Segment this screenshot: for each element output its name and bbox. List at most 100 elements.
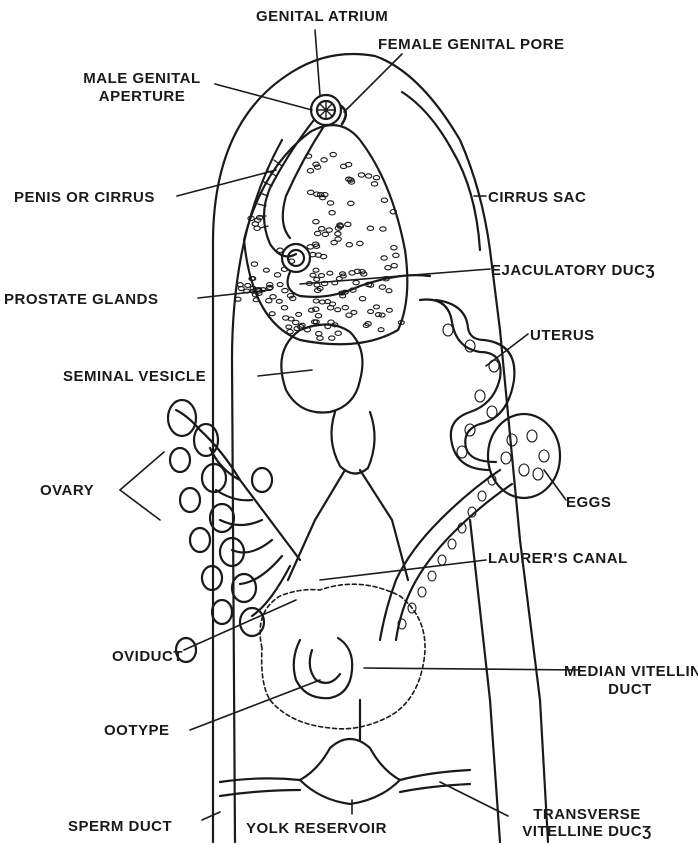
prostate-cell — [263, 268, 269, 272]
label-ovary: OVARY — [40, 482, 94, 499]
egg — [501, 452, 511, 464]
egg — [489, 360, 499, 372]
prostate-cell — [282, 288, 288, 292]
prostate-cell — [266, 299, 272, 303]
leader-ovary-2 — [120, 490, 160, 520]
prostate-cell — [367, 226, 373, 230]
label-genital-atrium: GENITAL ATRIUM — [256, 8, 388, 25]
vitellaria — [260, 584, 425, 729]
prostate-cell — [378, 328, 384, 332]
prostate-cell — [335, 237, 341, 241]
prostate-cell — [329, 211, 335, 215]
prostate-cell — [277, 283, 283, 287]
leader-seminal — [258, 370, 312, 376]
prostate-cell — [391, 246, 397, 250]
label-prostate-glands: PROSTATE GLANDS — [4, 291, 158, 308]
prostate-cell — [245, 283, 251, 287]
prostate-cell — [319, 274, 325, 278]
prostate-cell — [315, 314, 321, 318]
egg — [418, 587, 426, 597]
prostate-cell — [379, 313, 385, 317]
prostate-cell — [287, 330, 293, 334]
prostate-cell — [277, 248, 283, 252]
prostate-cell — [335, 232, 341, 236]
label-median-vitelline-line2: DUCT — [564, 681, 696, 698]
prostate-cell — [358, 173, 364, 177]
prostate-cell — [307, 169, 313, 173]
prostate-cell — [368, 310, 374, 314]
label-seminal-vesicle: SEMINAL VESICLE — [63, 368, 206, 385]
label-oviduct: OVIDUCT — [112, 648, 183, 665]
label-yolk-reservoir: YOLK RESERVOIR — [246, 820, 387, 837]
prostate-cell — [317, 336, 323, 340]
label-ejaculatory-duct: EJACULATORY DUCƷ — [491, 262, 655, 279]
prostate-cell — [342, 305, 348, 309]
prostate-cell — [380, 227, 386, 231]
label-penis-or-cirrus: PENIS OR CIRRUS — [14, 189, 155, 206]
prostate-cell — [281, 306, 287, 310]
prostate-cell — [374, 305, 380, 309]
label-uterus: UTERUS — [530, 327, 595, 344]
prostate-cell — [316, 332, 322, 336]
prostate-cell — [386, 289, 392, 293]
prostate-cell — [274, 273, 280, 277]
label-sperm-duct: SPERM DUCT — [68, 818, 172, 835]
prostate-cell — [351, 310, 357, 314]
prostate-cell — [310, 273, 316, 277]
egg — [438, 555, 446, 565]
prostate-cell — [314, 165, 320, 169]
prostate-cell — [309, 308, 315, 312]
prostate-cell — [254, 226, 260, 230]
egg — [533, 468, 543, 480]
egg — [539, 450, 549, 462]
yolk-reservoir-shape — [300, 739, 400, 804]
prostate-cell — [335, 331, 341, 335]
prostate-cell — [314, 277, 320, 281]
prostate-cell — [314, 231, 320, 235]
egg — [519, 464, 529, 476]
prostate-cell — [393, 253, 399, 257]
body-wall-inner-lower — [470, 520, 500, 842]
prostate-cell — [314, 283, 320, 287]
leader-uterus — [486, 334, 528, 366]
label-transverse-vitelline-line1: TRANSVERSE — [502, 806, 672, 823]
prostate-cell — [379, 285, 385, 289]
prostate-cell — [357, 241, 363, 245]
prostate-cell — [365, 174, 371, 178]
prostate-cell — [373, 176, 379, 180]
prostate-cell — [252, 222, 258, 226]
label-cirrus-sac: CIRRUS SAC — [488, 189, 586, 206]
prostate-cell — [251, 262, 257, 266]
ootype-shape — [294, 638, 352, 698]
prostate-cell — [307, 245, 313, 249]
prostate-cell — [386, 308, 392, 312]
prostate-cell — [330, 152, 336, 156]
leader-eggs — [544, 470, 566, 500]
egg — [443, 324, 453, 336]
label-laurers-canal: LAURER'S CANAL — [488, 550, 628, 567]
prostate-cell — [269, 312, 275, 316]
prostate-cell — [391, 264, 397, 268]
prostate-cell — [335, 308, 341, 312]
prostate-cell — [348, 201, 354, 205]
label-eggs: EGGS — [566, 494, 611, 511]
prostate-cell — [336, 277, 342, 281]
label-female-genital-pore: FEMALE GENITAL PORE — [378, 36, 564, 53]
prostate-cell — [385, 266, 391, 270]
leader-female-pore — [344, 54, 402, 112]
label-median-vitelline-line1: MEDIAN VITELLINE — [564, 663, 696, 680]
prostate-cell — [313, 307, 319, 311]
prostate-cell — [381, 256, 387, 260]
leader-male-aperture — [215, 84, 312, 110]
prostate-cell — [353, 280, 359, 284]
prostate-cell — [313, 299, 319, 303]
egg — [457, 446, 467, 458]
prostate-cell — [319, 227, 325, 231]
prostate-cell — [308, 190, 314, 194]
prostate-cell — [313, 162, 319, 166]
transverse-vitelline-duct-shape — [220, 770, 470, 782]
prostate-cell — [381, 198, 387, 202]
prostate-cell — [321, 158, 327, 162]
